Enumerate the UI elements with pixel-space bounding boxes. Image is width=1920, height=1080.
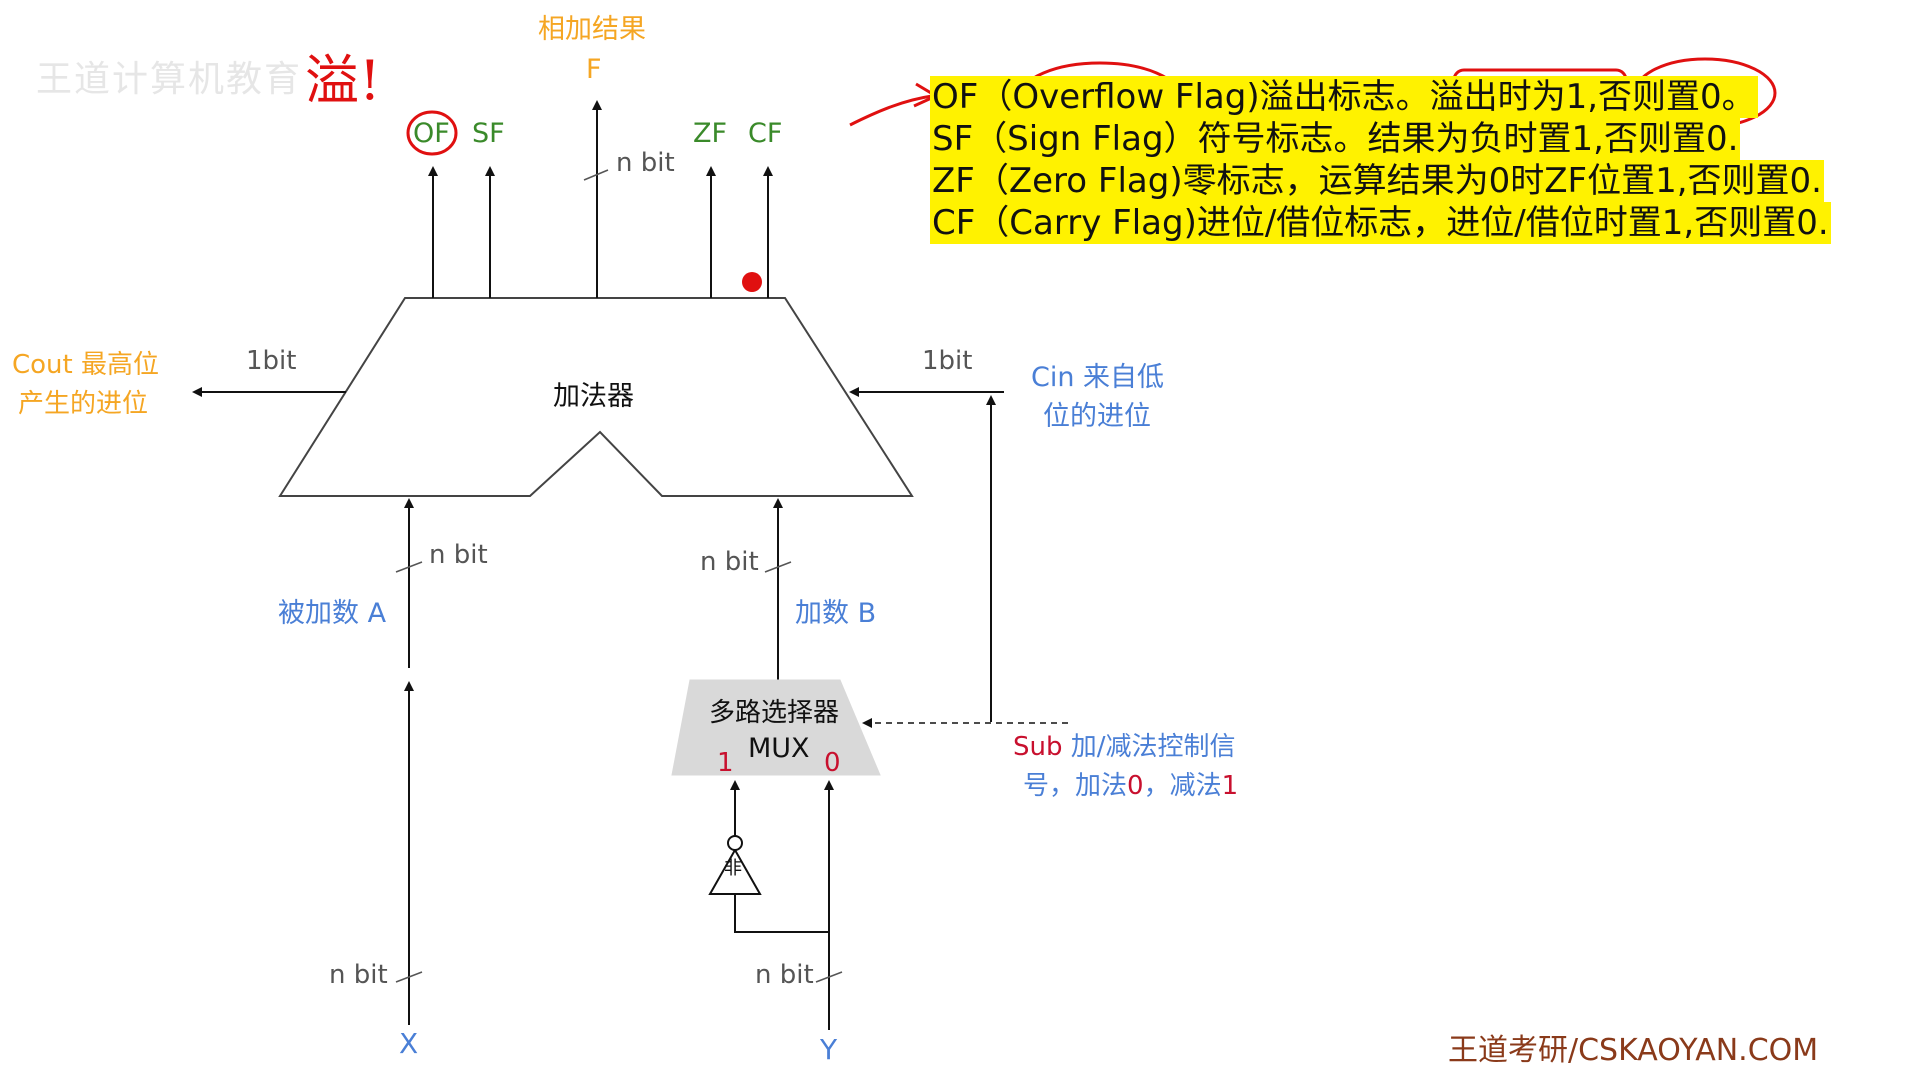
cin-label-line2: 位的进位 — [1043, 401, 1151, 432]
sub-name: Sub — [1013, 732, 1063, 762]
cf-label: CF — [748, 118, 783, 149]
b-bus-slash — [764, 561, 792, 573]
cout-width-label: 1bit — [246, 346, 297, 376]
sub-line2-b: 0 — [1127, 771, 1144, 801]
mux-input-1: 1 — [717, 748, 734, 778]
flag-descriptions: OF（Overflow Flag)溢出标志。溢出时为1,否则置0。 SF（Sig… — [930, 76, 1831, 244]
f-bus-label: n bit — [616, 148, 675, 178]
sf-label: SF — [472, 118, 505, 149]
not-gate-shape — [708, 847, 762, 895]
zf-label: ZF — [693, 118, 728, 149]
red-dot-annotation — [742, 272, 762, 292]
handwritten-note: 溢! — [305, 49, 381, 112]
pointer-arrow-annotation — [849, 94, 933, 127]
operand-a-label: 被加数 A — [278, 598, 387, 629]
flag-description-zf: ZF（Zero Flag)零标志，运算结果为0时ZF位置1,否则置0. — [930, 160, 1824, 202]
of-label: OF — [413, 118, 450, 149]
sub-label-line2: 号，加法0，减法1 — [1023, 773, 1238, 799]
mux-shape — [671, 679, 881, 776]
adder-label: 加法器 — [553, 381, 634, 412]
not-gate-bubble — [727, 835, 743, 851]
cout-label-line2: 产生的进位 — [18, 389, 149, 419]
not-branch-line — [734, 894, 829, 933]
top-label: 相加结果 — [538, 14, 646, 45]
mux-input-0: 0 — [824, 748, 841, 778]
f-bus-slash — [583, 169, 609, 181]
cin-label-line1: Cin 来自低 — [1031, 362, 1165, 393]
f-label: F — [586, 54, 602, 85]
x-bus-slash — [395, 971, 423, 983]
flag-description-cf: CF（Carry Flag)进位/借位标志，进位/借位时置1,否则置0. — [930, 202, 1831, 244]
input-x-label: X — [399, 1027, 419, 1060]
adder-shape — [278, 297, 914, 497]
sub-line2-d: 1 — [1221, 771, 1239, 801]
footer-brand: 王道考研/CSKAOYAN.COM — [1448, 1033, 1819, 1068]
not-gate-label: 非 — [724, 858, 742, 879]
a-bus-slash — [395, 561, 423, 573]
watermark: 王道计算机教育 — [36, 59, 303, 100]
b-bus-label: n bit — [700, 547, 759, 577]
y-bus-label: n bit — [755, 960, 814, 990]
mux-name: MUX — [748, 733, 810, 764]
a-bus-label: n bit — [429, 540, 488, 570]
y-bus-slash — [815, 971, 843, 983]
input-y-label: Y — [820, 1033, 838, 1066]
sub-label-line1: Sub 加/减法控制信 — [1013, 734, 1236, 760]
cin-width-label: 1bit — [922, 346, 973, 376]
sub-line1-rest: 加/减法控制信 — [1062, 732, 1236, 762]
sub-line2-c: ，减法 — [1143, 771, 1222, 801]
sub-line2-a: 号，加法 — [1023, 771, 1128, 801]
x-bus-label: n bit — [329, 960, 388, 990]
flag-description-of: OF（Overflow Flag)溢出标志。溢出时为1,否则置0。 — [930, 76, 1758, 118]
flag-description-sf: SF（Sign Flag）符号标志。结果为负时置1,否则置0. — [930, 118, 1741, 160]
mux-title: 多路选择器 — [709, 698, 840, 728]
of-circle-annotation — [406, 110, 458, 156]
cout-label-line1: Cout 最高位 — [12, 350, 159, 380]
operand-b-label: 加数 B — [795, 598, 877, 629]
